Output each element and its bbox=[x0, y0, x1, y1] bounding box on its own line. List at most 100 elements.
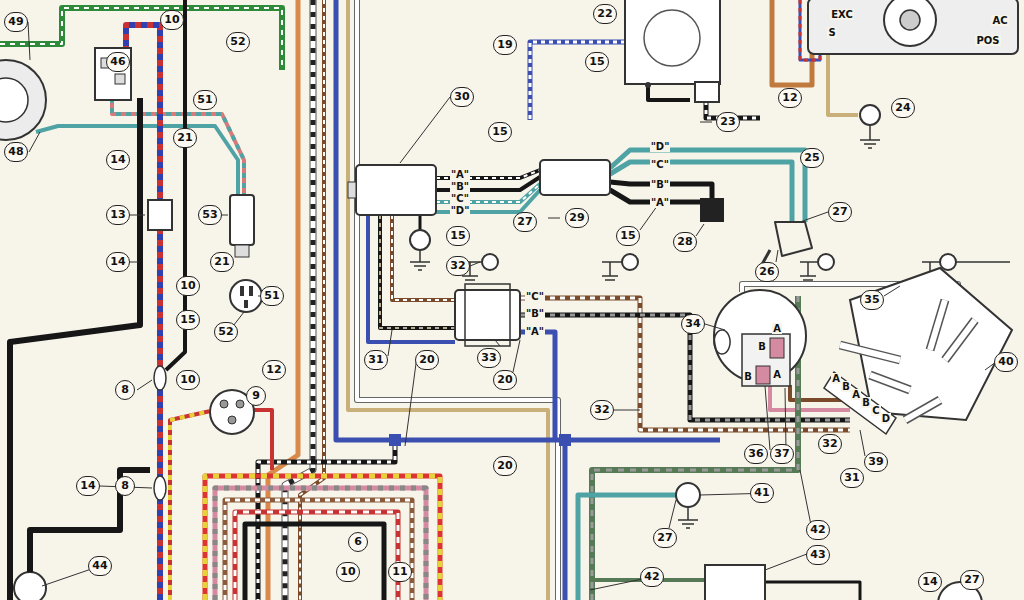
terminal bbox=[236, 400, 244, 408]
callout-number: 21 bbox=[210, 252, 233, 272]
wire bbox=[392, 215, 455, 300]
callout-number: 25 bbox=[800, 148, 823, 168]
sensor bbox=[775, 222, 812, 256]
callout-number: 20 bbox=[493, 370, 516, 390]
pin-label: A bbox=[772, 323, 782, 334]
splice bbox=[389, 434, 401, 446]
terminal-block bbox=[95, 48, 131, 100]
callout-number: 15 bbox=[446, 226, 469, 246]
callout-number: 12 bbox=[262, 360, 285, 380]
splice bbox=[559, 434, 571, 446]
ground-symbol bbox=[860, 125, 880, 148]
wire bbox=[380, 215, 455, 328]
callout-number: 51 bbox=[193, 90, 216, 110]
callout-number: 29 bbox=[565, 208, 588, 228]
pin-label: B bbox=[861, 397, 871, 408]
plug-lead bbox=[905, 400, 940, 420]
terminal bbox=[228, 416, 236, 424]
connector bbox=[465, 284, 510, 346]
callout-number: 14 bbox=[106, 150, 129, 170]
terminal bbox=[770, 338, 784, 358]
callout-number: 36 bbox=[744, 444, 767, 464]
callout-number: 14 bbox=[918, 572, 941, 592]
callout-number: 9 bbox=[246, 386, 266, 406]
callout-number: 14 bbox=[76, 476, 99, 496]
callout-number: 10 bbox=[176, 276, 199, 296]
callout-number: 52 bbox=[214, 322, 237, 342]
plug-pin bbox=[244, 300, 248, 308]
callout-number: 46 bbox=[106, 52, 129, 72]
sender-unit bbox=[0, 78, 28, 122]
callout-number: 40 bbox=[994, 352, 1017, 372]
wire bbox=[235, 512, 398, 600]
wire bbox=[578, 495, 676, 600]
callout-number: 27 bbox=[960, 570, 983, 590]
terminal bbox=[756, 366, 770, 384]
wire bbox=[765, 582, 860, 600]
callout-number: 10 bbox=[176, 370, 199, 390]
plug-lead bbox=[870, 375, 910, 390]
ground-stud bbox=[818, 254, 834, 270]
ground-stud bbox=[940, 254, 956, 270]
wire bbox=[170, 410, 215, 600]
callout-number: 39 bbox=[864, 452, 887, 472]
plug-lead bbox=[945, 320, 975, 360]
callout-number: 42 bbox=[640, 567, 663, 587]
plug-pin bbox=[249, 286, 253, 296]
ring-terminal bbox=[860, 105, 880, 125]
callout-number: 8 bbox=[115, 380, 135, 400]
callout-number: 48 bbox=[4, 142, 27, 162]
bulb bbox=[714, 330, 730, 354]
pin-label: B bbox=[743, 371, 753, 382]
pin-label: "A" bbox=[525, 326, 545, 337]
wire bbox=[205, 476, 440, 600]
plug-lead bbox=[930, 300, 945, 350]
callout-number: 37 bbox=[770, 444, 793, 464]
wire bbox=[235, 512, 398, 600]
wire bbox=[112, 98, 244, 195]
pin-label: "B" bbox=[650, 179, 670, 190]
callout-number: 22 bbox=[593, 4, 616, 24]
sensor bbox=[230, 195, 254, 245]
control-unit bbox=[625, 0, 720, 84]
plug-lead bbox=[840, 345, 900, 360]
plug-lead bbox=[930, 300, 945, 350]
mounting-tab bbox=[348, 182, 356, 198]
terminal bbox=[115, 74, 125, 84]
pin-label: "D" bbox=[650, 141, 671, 152]
wire bbox=[392, 215, 455, 300]
callout-number: 53 bbox=[198, 205, 221, 225]
callout-number: 44 bbox=[88, 556, 111, 576]
control-module bbox=[356, 165, 436, 215]
control-unit bbox=[644, 10, 700, 66]
wire bbox=[215, 488, 426, 600]
callout-number: 33 bbox=[477, 348, 500, 368]
pin-label: "C" bbox=[650, 159, 670, 170]
wire bbox=[225, 500, 412, 600]
sensor bbox=[700, 198, 724, 222]
ground-point bbox=[645, 82, 651, 88]
pin-label: AC bbox=[991, 15, 1008, 26]
wire bbox=[252, 410, 272, 470]
pin-label: B bbox=[841, 381, 851, 392]
callout-number: 41 bbox=[750, 483, 773, 503]
callout-number: 43 bbox=[806, 545, 829, 565]
wire bbox=[520, 332, 555, 440]
sender-unit bbox=[0, 60, 46, 140]
callout-number: 27 bbox=[828, 202, 851, 222]
callout-number: 20 bbox=[493, 456, 516, 476]
callout-number: 15 bbox=[176, 310, 199, 330]
ground-stud bbox=[622, 254, 638, 270]
pin-label: "A" bbox=[650, 197, 670, 208]
ground-stud bbox=[482, 254, 498, 270]
plug-lead bbox=[840, 345, 900, 360]
wire bbox=[563, 440, 568, 600]
pin-label: POS bbox=[975, 35, 1000, 46]
plug-lead bbox=[905, 400, 940, 420]
wire bbox=[245, 524, 384, 600]
pin-label: EXC bbox=[830, 9, 854, 20]
distributor bbox=[850, 268, 1012, 420]
wire bbox=[380, 215, 455, 328]
callout-number: 15 bbox=[585, 52, 608, 72]
relay bbox=[705, 565, 765, 600]
